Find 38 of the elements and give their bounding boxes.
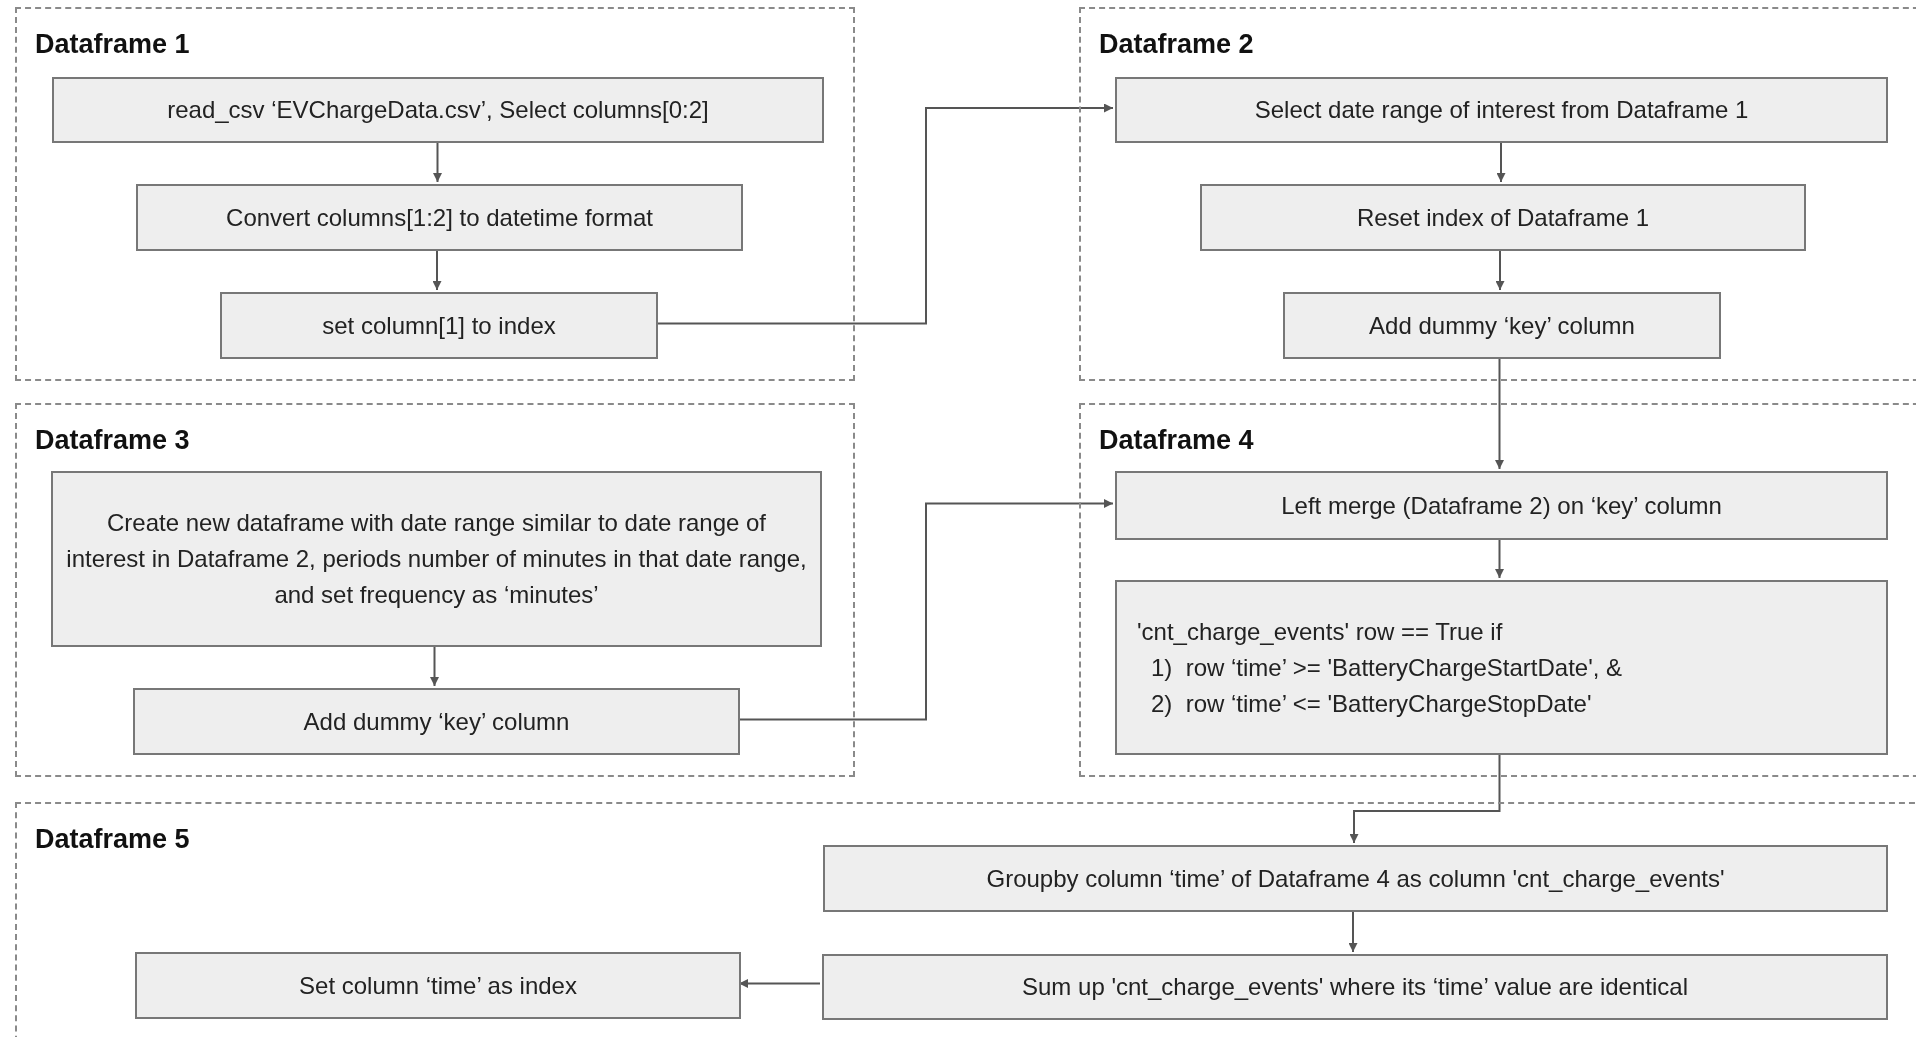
dataframe-group: [15, 403, 855, 777]
process-box: [1200, 184, 1806, 251]
step-label: set column[1] to index: [322, 310, 556, 341]
process-box: [1115, 471, 1888, 540]
condition-line: 1) row ‘time’ >= 'BatteryChargeStartDate', &: [1150, 652, 1623, 683]
step-label: Left merge (Dataframe 2) on ‘key’ column: [1281, 490, 1722, 521]
condition-line: 'cnt_charge_events' row == True if: [1137, 616, 1503, 647]
dataframe-group: [15, 7, 855, 381]
process-box: [823, 845, 1888, 912]
process-box: [822, 954, 1888, 1020]
process-box: [1115, 77, 1888, 143]
process-box: [1283, 292, 1721, 359]
group-heading: Dataframe 4: [1099, 425, 1254, 456]
dataframe-group: [1079, 403, 1916, 777]
step-label: Convert columns[1:2] to datetime format: [226, 202, 653, 233]
step-label: Add dummy ‘key’ column: [303, 706, 570, 737]
process-box: [220, 292, 658, 359]
condition-line: 2) row ‘time’ <= 'BatteryChargeStopDate': [1150, 688, 1592, 719]
step-label: read_csv ‘EVChargeData.csv’, Select columns[0:2]: [167, 95, 709, 125]
group-heading: Dataframe 5: [35, 824, 190, 855]
group-heading: Dataframe 2: [1099, 29, 1254, 60]
step-label: Create new dataframe with date range similar to date range of interest in Dataframe 2, periods number of minutes in that date range, and set frequency as ‘minutes’: [65, 508, 808, 610]
step-label: Select date range of interest from Dataframe 1: [1254, 95, 1749, 125]
group-heading: Dataframe 1: [35, 29, 190, 60]
process-box: [133, 688, 740, 755]
process-box: [1115, 580, 1888, 755]
process-box: [52, 77, 824, 143]
dataframe-group: [15, 802, 1916, 1037]
step-label: Groupby column ‘time’ of Dataframe 4 as column 'cnt_charge_events': [986, 863, 1725, 894]
process-box: [135, 952, 741, 1019]
dataframe-group: [1079, 7, 1916, 381]
step-label: Sum up 'cnt_charge_events' where its ‘time’ value are identical: [1022, 972, 1688, 1002]
step-label: Set column ‘time’ as index: [299, 970, 577, 1001]
process-box: [51, 471, 822, 647]
process-box: [136, 184, 743, 251]
group-heading: Dataframe 3: [35, 425, 190, 456]
step-label: Add dummy ‘key’ column: [1369, 310, 1635, 341]
step-label: Reset index of Dataframe 1: [1356, 202, 1650, 233]
